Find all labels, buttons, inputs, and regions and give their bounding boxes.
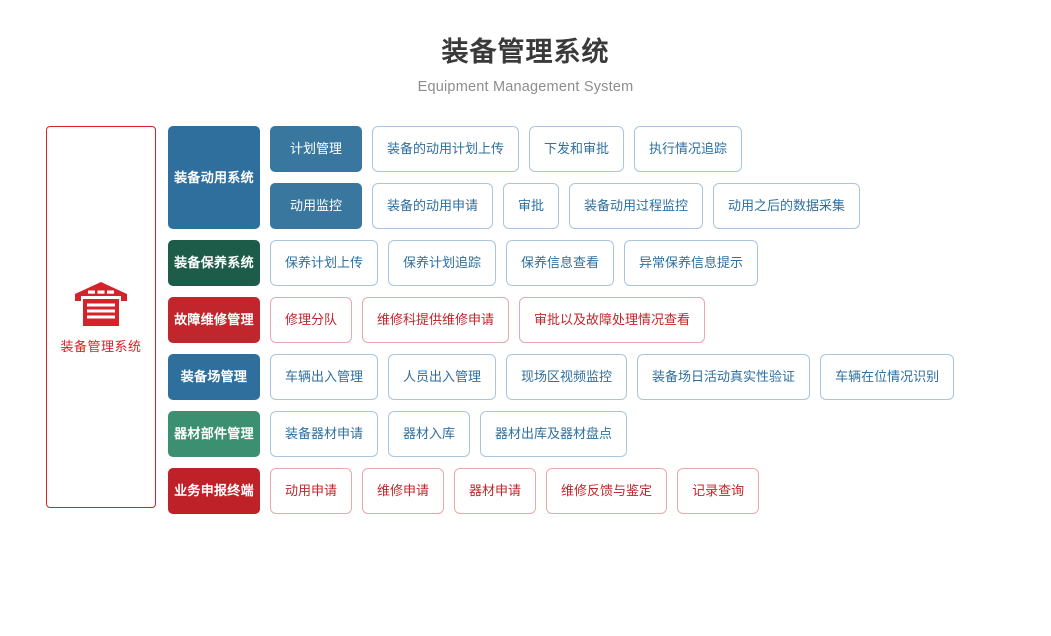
architecture-rows: 装备动用系统 计划管理 装备的动用计划上传 下发和审批 执行情况追踪 动用监控 …	[168, 126, 1051, 514]
leaf-button[interactable]: 现场区视频监控	[506, 354, 628, 400]
leaf-button[interactable]: 维修科提供维修申请	[362, 297, 510, 343]
leaf-button[interactable]: 保养计划上传	[270, 240, 379, 286]
subgroup-row: 计划管理 装备的动用计划上传 下发和审批 执行情况追踪	[260, 126, 1051, 172]
leaf-button[interactable]: 器材入库	[388, 411, 471, 457]
page-subtitle: Equipment Management System	[417, 78, 634, 95]
leaf-button[interactable]: 下发和审批	[529, 126, 625, 172]
architecture-diagram: 装备管理系统 装备动用系统 计划管理 装备的动用计划上传 下发和审批 执行情况追…	[0, 126, 1051, 514]
leaf-items: 装备器材申请 器材入库 器材出库及器材盘点	[260, 411, 1051, 457]
sub-chip-dispatch-monitoring[interactable]: 动用监控	[270, 183, 362, 229]
leaf-items: 装备的动用计划上传 下发和审批 执行情况追踪	[362, 126, 1051, 172]
leaf-button[interactable]: 审批	[503, 183, 560, 229]
leaf-items: 车辆出入管理 人员出入管理 现场区视频监控 装备场日活动真实性验证 车辆在位情况…	[260, 354, 1051, 400]
architecture-row: 器材部件管理 装备器材申请 器材入库 器材出库及器材盘点	[168, 411, 1051, 457]
leaf-button[interactable]: 装备的动用申请	[372, 183, 494, 229]
category-chip-yard-management[interactable]: 装备场管理	[168, 354, 260, 400]
page-title: 装备管理系统	[441, 37, 610, 67]
leaf-button[interactable]: 维修反馈与鉴定	[546, 468, 668, 514]
leaf-button[interactable]: 器材出库及器材盘点	[480, 411, 628, 457]
leaf-button[interactable]: 保养信息查看	[506, 240, 615, 286]
subgroup-container: 计划管理 装备的动用计划上传 下发和审批 执行情况追踪 动用监控 装备的动用申请…	[260, 126, 1051, 229]
category-chip-equipment-dispatch[interactable]: 装备动用系统	[168, 126, 260, 229]
leaf-button[interactable]: 装备的动用计划上传	[372, 126, 520, 172]
brand-label: 装备管理系统	[60, 338, 142, 354]
architecture-row: 装备场管理 车辆出入管理 人员出入管理 现场区视频监控 装备场日活动真实性验证 …	[168, 354, 1051, 400]
leaf-button[interactable]: 保养计划追踪	[388, 240, 497, 286]
category-chip-fault-repair[interactable]: 故障维修管理	[168, 297, 260, 343]
leaf-button[interactable]: 动用之后的数据采集	[713, 183, 861, 229]
leaf-button[interactable]: 异常保养信息提示	[624, 240, 759, 286]
leaf-button[interactable]: 车辆出入管理	[270, 354, 379, 400]
sub-chip-plan-management[interactable]: 计划管理	[270, 126, 362, 172]
warehouse-icon	[73, 280, 129, 328]
subgroup-row: 动用监控 装备的动用申请 审批 装备动用过程监控 动用之后的数据采集	[260, 183, 1051, 229]
page-header: 装备管理系统 Equipment Management System	[0, 0, 1051, 95]
leaf-button[interactable]: 记录查询	[677, 468, 760, 514]
category-chip-parts-management[interactable]: 器材部件管理	[168, 411, 260, 457]
category-chip-maintenance-system[interactable]: 装备保养系统	[168, 240, 260, 286]
leaf-items: 装备的动用申请 审批 装备动用过程监控 动用之后的数据采集	[362, 183, 1051, 229]
leaf-button[interactable]: 车辆在位情况识别	[820, 354, 955, 400]
leaf-button[interactable]: 装备场日活动真实性验证	[637, 354, 811, 400]
leaf-items: 修理分队 维修科提供维修申请 审批以及故障处理情况查看	[260, 297, 1051, 343]
leaf-button[interactable]: 审批以及故障处理情况查看	[519, 297, 706, 343]
leaf-button[interactable]: 装备动用过程监控	[569, 183, 704, 229]
leaf-button[interactable]: 动用申请	[270, 468, 353, 514]
architecture-row: 业务申报终端 动用申请 维修申请 器材申请 维修反馈与鉴定 记录查询	[168, 468, 1051, 514]
leaf-items: 保养计划上传 保养计划追踪 保养信息查看 异常保养信息提示	[260, 240, 1051, 286]
leaf-button[interactable]: 装备器材申请	[270, 411, 379, 457]
category-chip-business-terminal[interactable]: 业务申报终端	[168, 468, 260, 514]
architecture-row: 故障维修管理 修理分队 维修科提供维修申请 审批以及故障处理情况查看	[168, 297, 1051, 343]
leaf-button[interactable]: 人员出入管理	[388, 354, 497, 400]
architecture-row: 装备保养系统 保养计划上传 保养计划追踪 保养信息查看 异常保养信息提示	[168, 240, 1051, 286]
leaf-button[interactable]: 器材申请	[454, 468, 537, 514]
leaf-button[interactable]: 维修申请	[362, 468, 445, 514]
brand-card[interactable]: 装备管理系统	[46, 126, 156, 508]
architecture-row: 装备动用系统 计划管理 装备的动用计划上传 下发和审批 执行情况追踪 动用监控 …	[168, 126, 1051, 229]
leaf-button[interactable]: 修理分队	[270, 297, 353, 343]
leaf-items: 动用申请 维修申请 器材申请 维修反馈与鉴定 记录查询	[260, 468, 1051, 514]
leaf-button[interactable]: 执行情况追踪	[634, 126, 743, 172]
